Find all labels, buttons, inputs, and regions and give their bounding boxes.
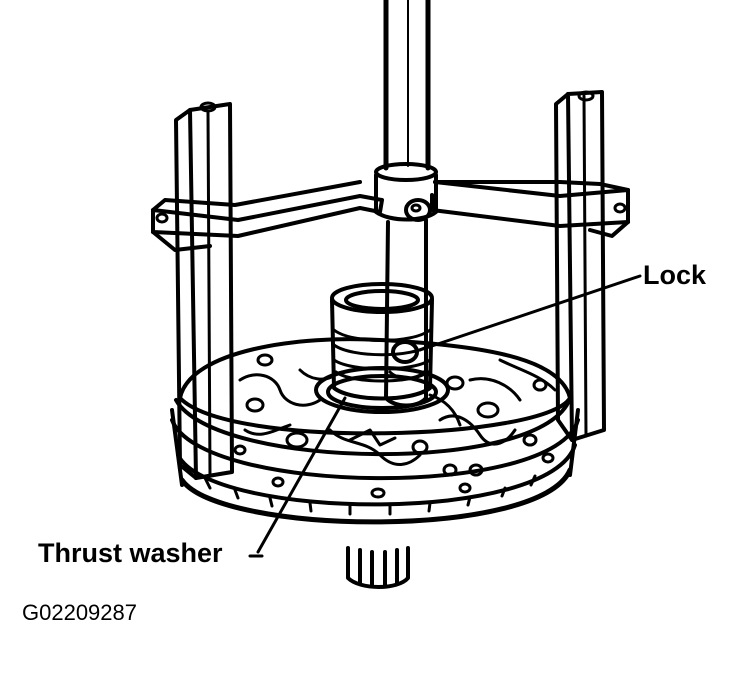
- tool-crossbar: [151, 180, 630, 252]
- tool-right-leg: [554, 90, 606, 442]
- lock-pin: [391, 340, 419, 364]
- pump-rim-bottom: [179, 467, 573, 525]
- hub-collar-inner: [326, 374, 438, 410]
- pump-body: [170, 337, 580, 589]
- crossbar-top-right: [433, 180, 630, 192]
- crossbar-top-left: [151, 180, 362, 212]
- lock-leader-line: [418, 274, 642, 352]
- figure-code: G02209287: [22, 600, 137, 625]
- pump-bolt-holes: [233, 353, 555, 499]
- pump-passages: [238, 358, 557, 466]
- pump-rim-lower: [176, 443, 577, 507]
- thrust-washer-leader-line: [256, 396, 347, 554]
- pump-top-face: [178, 337, 572, 436]
- pump-rim-middle: [170, 418, 580, 481]
- lock-label: Lock: [643, 260, 707, 290]
- collar-set-screw: [404, 198, 432, 222]
- crossbar-front: [151, 194, 384, 238]
- tool-center-collar: [374, 162, 438, 222]
- pump-right-edge: [568, 408, 580, 477]
- tool-left-leg: [174, 101, 234, 480]
- pump-left-edge: [170, 408, 184, 487]
- crossbar-bottom-right: [588, 220, 630, 238]
- crossbar-bottom-left: [151, 230, 212, 252]
- tool-center-shaft: [384, 218, 428, 408]
- pump-rim-hatching: [203, 474, 537, 516]
- hub-top: [330, 282, 434, 314]
- thrust-washer-label: Thrust washer: [38, 538, 223, 568]
- hub-top-inner: [344, 289, 420, 311]
- crossbar-front-right: [430, 180, 630, 228]
- tool-center-screw: [383, 0, 431, 171]
- pump-shaft-stub: [346, 546, 410, 589]
